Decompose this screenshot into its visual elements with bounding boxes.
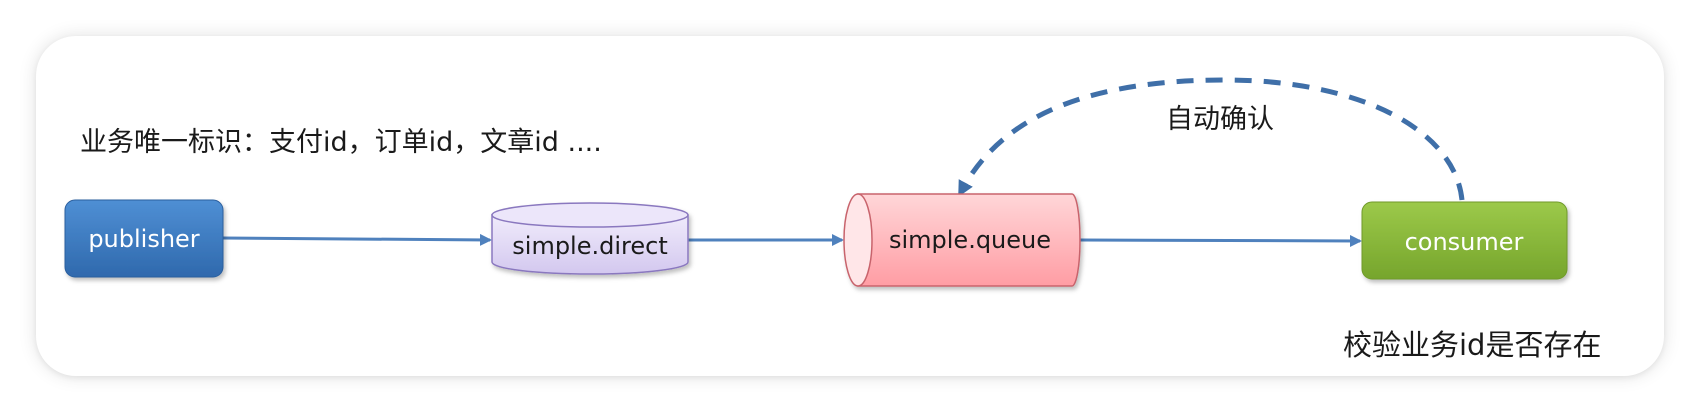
business-id-note: 业务唯一标识：支付id，订单id，文章id .... [80, 127, 602, 158]
auto-ack-dashed-arrow [958, 77, 1465, 201]
exchange-node [491, 202, 689, 275]
consumer-node [1361, 201, 1568, 280]
arrow-publisher-to-exchange [221, 233, 492, 246]
auto-ack-label: 自动确认 [1166, 104, 1274, 135]
consumer-label: consumer [1405, 228, 1524, 256]
exchange-label: simple.direct [512, 232, 667, 260]
publisher-label: publisher [88, 225, 199, 253]
queue-node [843, 193, 1081, 287]
queue-label: simple.queue [889, 226, 1051, 254]
arrow-queue-to-consumer [1079, 234, 1362, 247]
publisher-node [64, 199, 224, 278]
verify-id-note: 校验业务id是否存在 [1343, 328, 1602, 362]
